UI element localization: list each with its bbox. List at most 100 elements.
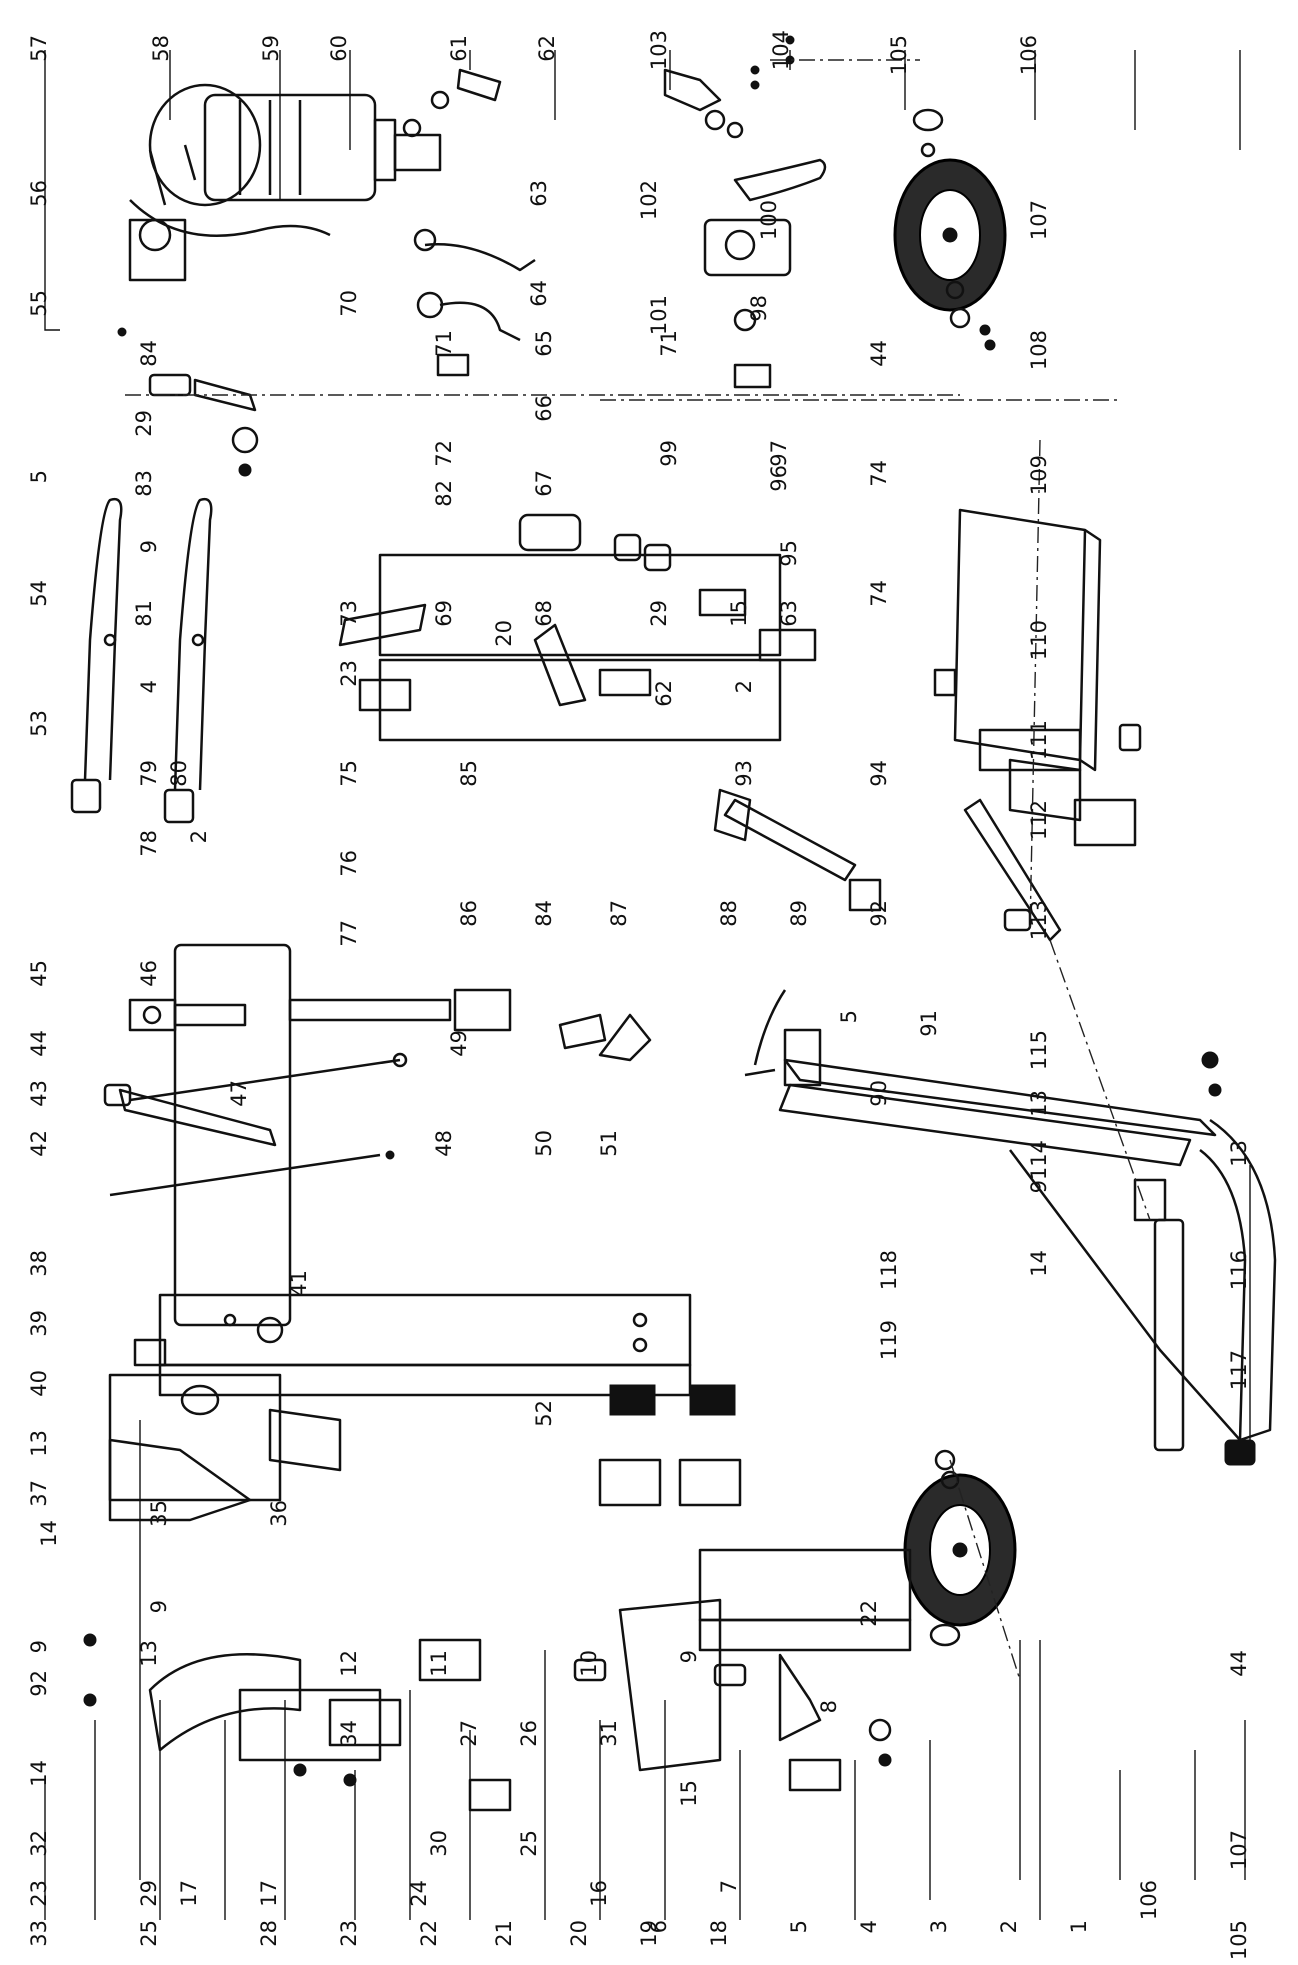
callout-c94: 94 — [867, 760, 891, 787]
callout-c107a: 107 — [1027, 200, 1051, 240]
callout-c2c: 2 — [997, 1920, 1021, 1933]
base-assembly — [933, 508, 1142, 942]
callout-c22a: 22 — [857, 1600, 881, 1627]
callout-c3: 3 — [927, 1920, 951, 1933]
bracket-116 — [1133, 1178, 1167, 1222]
wedge-36 — [268, 1408, 342, 1472]
callout-c112: 112 — [1027, 800, 1051, 840]
callout-c44a: 44 — [867, 340, 891, 367]
frame-rail-a — [783, 1058, 1217, 1137]
spring-5-mid — [558, 1013, 607, 1050]
callout-c108: 108 — [1027, 330, 1051, 370]
callout-c109: 109 — [1027, 455, 1051, 495]
callout-c52: 52 — [532, 1400, 556, 1427]
frame-rail-b — [778, 1083, 1192, 1167]
plate-112 — [1008, 758, 1082, 822]
callout-c76: 76 — [337, 850, 361, 877]
cylinder-assembly — [128, 943, 652, 1327]
callout-c20b: 20 — [567, 1920, 591, 1947]
callout-c29b: 29 — [647, 600, 671, 627]
callout-c91: 91 — [917, 1010, 941, 1037]
beam-top — [158, 1293, 692, 1367]
callout-c89: 89 — [787, 900, 811, 927]
callout-c9a: 9 — [137, 540, 161, 553]
callout-c72: 72 — [432, 440, 456, 467]
callout-c103: 103 — [647, 30, 671, 70]
callout-c1: 1 — [1067, 1920, 1091, 1933]
handle-tube-inner — [173, 497, 213, 791]
callout-c49: 49 — [447, 1030, 471, 1057]
spring-10 — [713, 1663, 747, 1687]
callout-c106a: 106 — [1017, 35, 1041, 75]
callout-c20a: 20 — [492, 620, 516, 647]
spring-14 — [573, 1658, 607, 1682]
column-body — [378, 553, 782, 657]
callout-c73: 73 — [337, 600, 361, 627]
callout-c88: 88 — [717, 900, 741, 927]
callout-c43: 43 — [27, 1080, 51, 1107]
callout-c5b: 5 — [837, 1010, 861, 1023]
callout-c4b: 4 — [857, 1920, 881, 1933]
callout-c84b: 84 — [532, 900, 556, 927]
callout-c69: 69 — [432, 600, 456, 627]
callout-c14a: 14 — [1027, 1250, 1051, 1277]
callout-c114: 114 — [1027, 1140, 1051, 1180]
callout-c5a: 5 — [27, 470, 51, 483]
callout-c96: 96 — [767, 465, 791, 492]
pad-52-d — [689, 1384, 736, 1416]
plate-47 — [118, 1088, 277, 1147]
callout-c65: 65 — [532, 330, 556, 357]
grip-53-inner — [163, 788, 195, 824]
callout-c97: 97 — [767, 440, 791, 467]
callout-c29c: 29 — [137, 1880, 161, 1907]
upright-side — [698, 1618, 912, 1652]
cap-105-upper — [912, 108, 944, 132]
callout-c61: 61 — [447, 35, 471, 62]
bracket-88 — [713, 788, 752, 842]
callout-c53: 53 — [27, 710, 51, 737]
upper-spring-assembly — [148, 373, 259, 477]
upright-1 — [573, 1548, 912, 1792]
motor-cable — [129, 199, 331, 237]
callout-c40: 40 — [27, 1370, 51, 1397]
spring-5-lower — [788, 1758, 842, 1792]
hose-65 — [424, 243, 536, 272]
callout-c98: 98 — [747, 295, 771, 322]
motor-assembly — [117, 68, 536, 377]
callout-c17a: 17 — [177, 1880, 201, 1907]
pin-68 — [338, 603, 427, 647]
lever-61 — [456, 68, 502, 102]
frame-arch — [1199, 1118, 1277, 1442]
wedge-plate-24 — [108, 1438, 252, 1522]
callout-c41: 41 — [287, 1270, 311, 1297]
callout-c67: 67 — [532, 470, 556, 497]
callout-c54: 54 — [27, 580, 51, 607]
callout-c38: 38 — [27, 1250, 51, 1277]
callout-c44b: 44 — [27, 1030, 51, 1057]
lever-83 — [193, 378, 257, 412]
arm-89 — [723, 798, 857, 882]
column-lower — [378, 658, 782, 742]
callout-c37: 37 — [27, 1480, 51, 1507]
callout-c55: 55 — [27, 290, 51, 317]
callout-c9e: 9 — [677, 1650, 701, 1663]
callout-c6: 6 — [647, 1920, 671, 1933]
callout-c2b: 2 — [187, 830, 211, 843]
callout-c51: 51 — [597, 1130, 621, 1157]
callout-c60: 60 — [327, 35, 351, 62]
callout-c70: 70 — [337, 290, 361, 317]
callout-c92a: 92 — [867, 900, 891, 927]
callout-c48: 48 — [432, 1130, 456, 1157]
chain-link-b — [744, 1068, 776, 1077]
motor-end-cap — [148, 83, 262, 207]
callout-c78: 78 — [137, 830, 161, 857]
cylinder-roller-20 — [518, 513, 582, 552]
callout-c5c: 5 — [787, 1920, 811, 1933]
callout-c87: 87 — [607, 900, 631, 927]
frame-diagonal — [1009, 1149, 1241, 1441]
callout-c31: 31 — [597, 1720, 621, 1747]
callout-c25a: 25 — [517, 1830, 541, 1857]
callout-c107b: 107 — [1227, 1830, 1251, 1870]
handle-54 — [70, 497, 213, 824]
